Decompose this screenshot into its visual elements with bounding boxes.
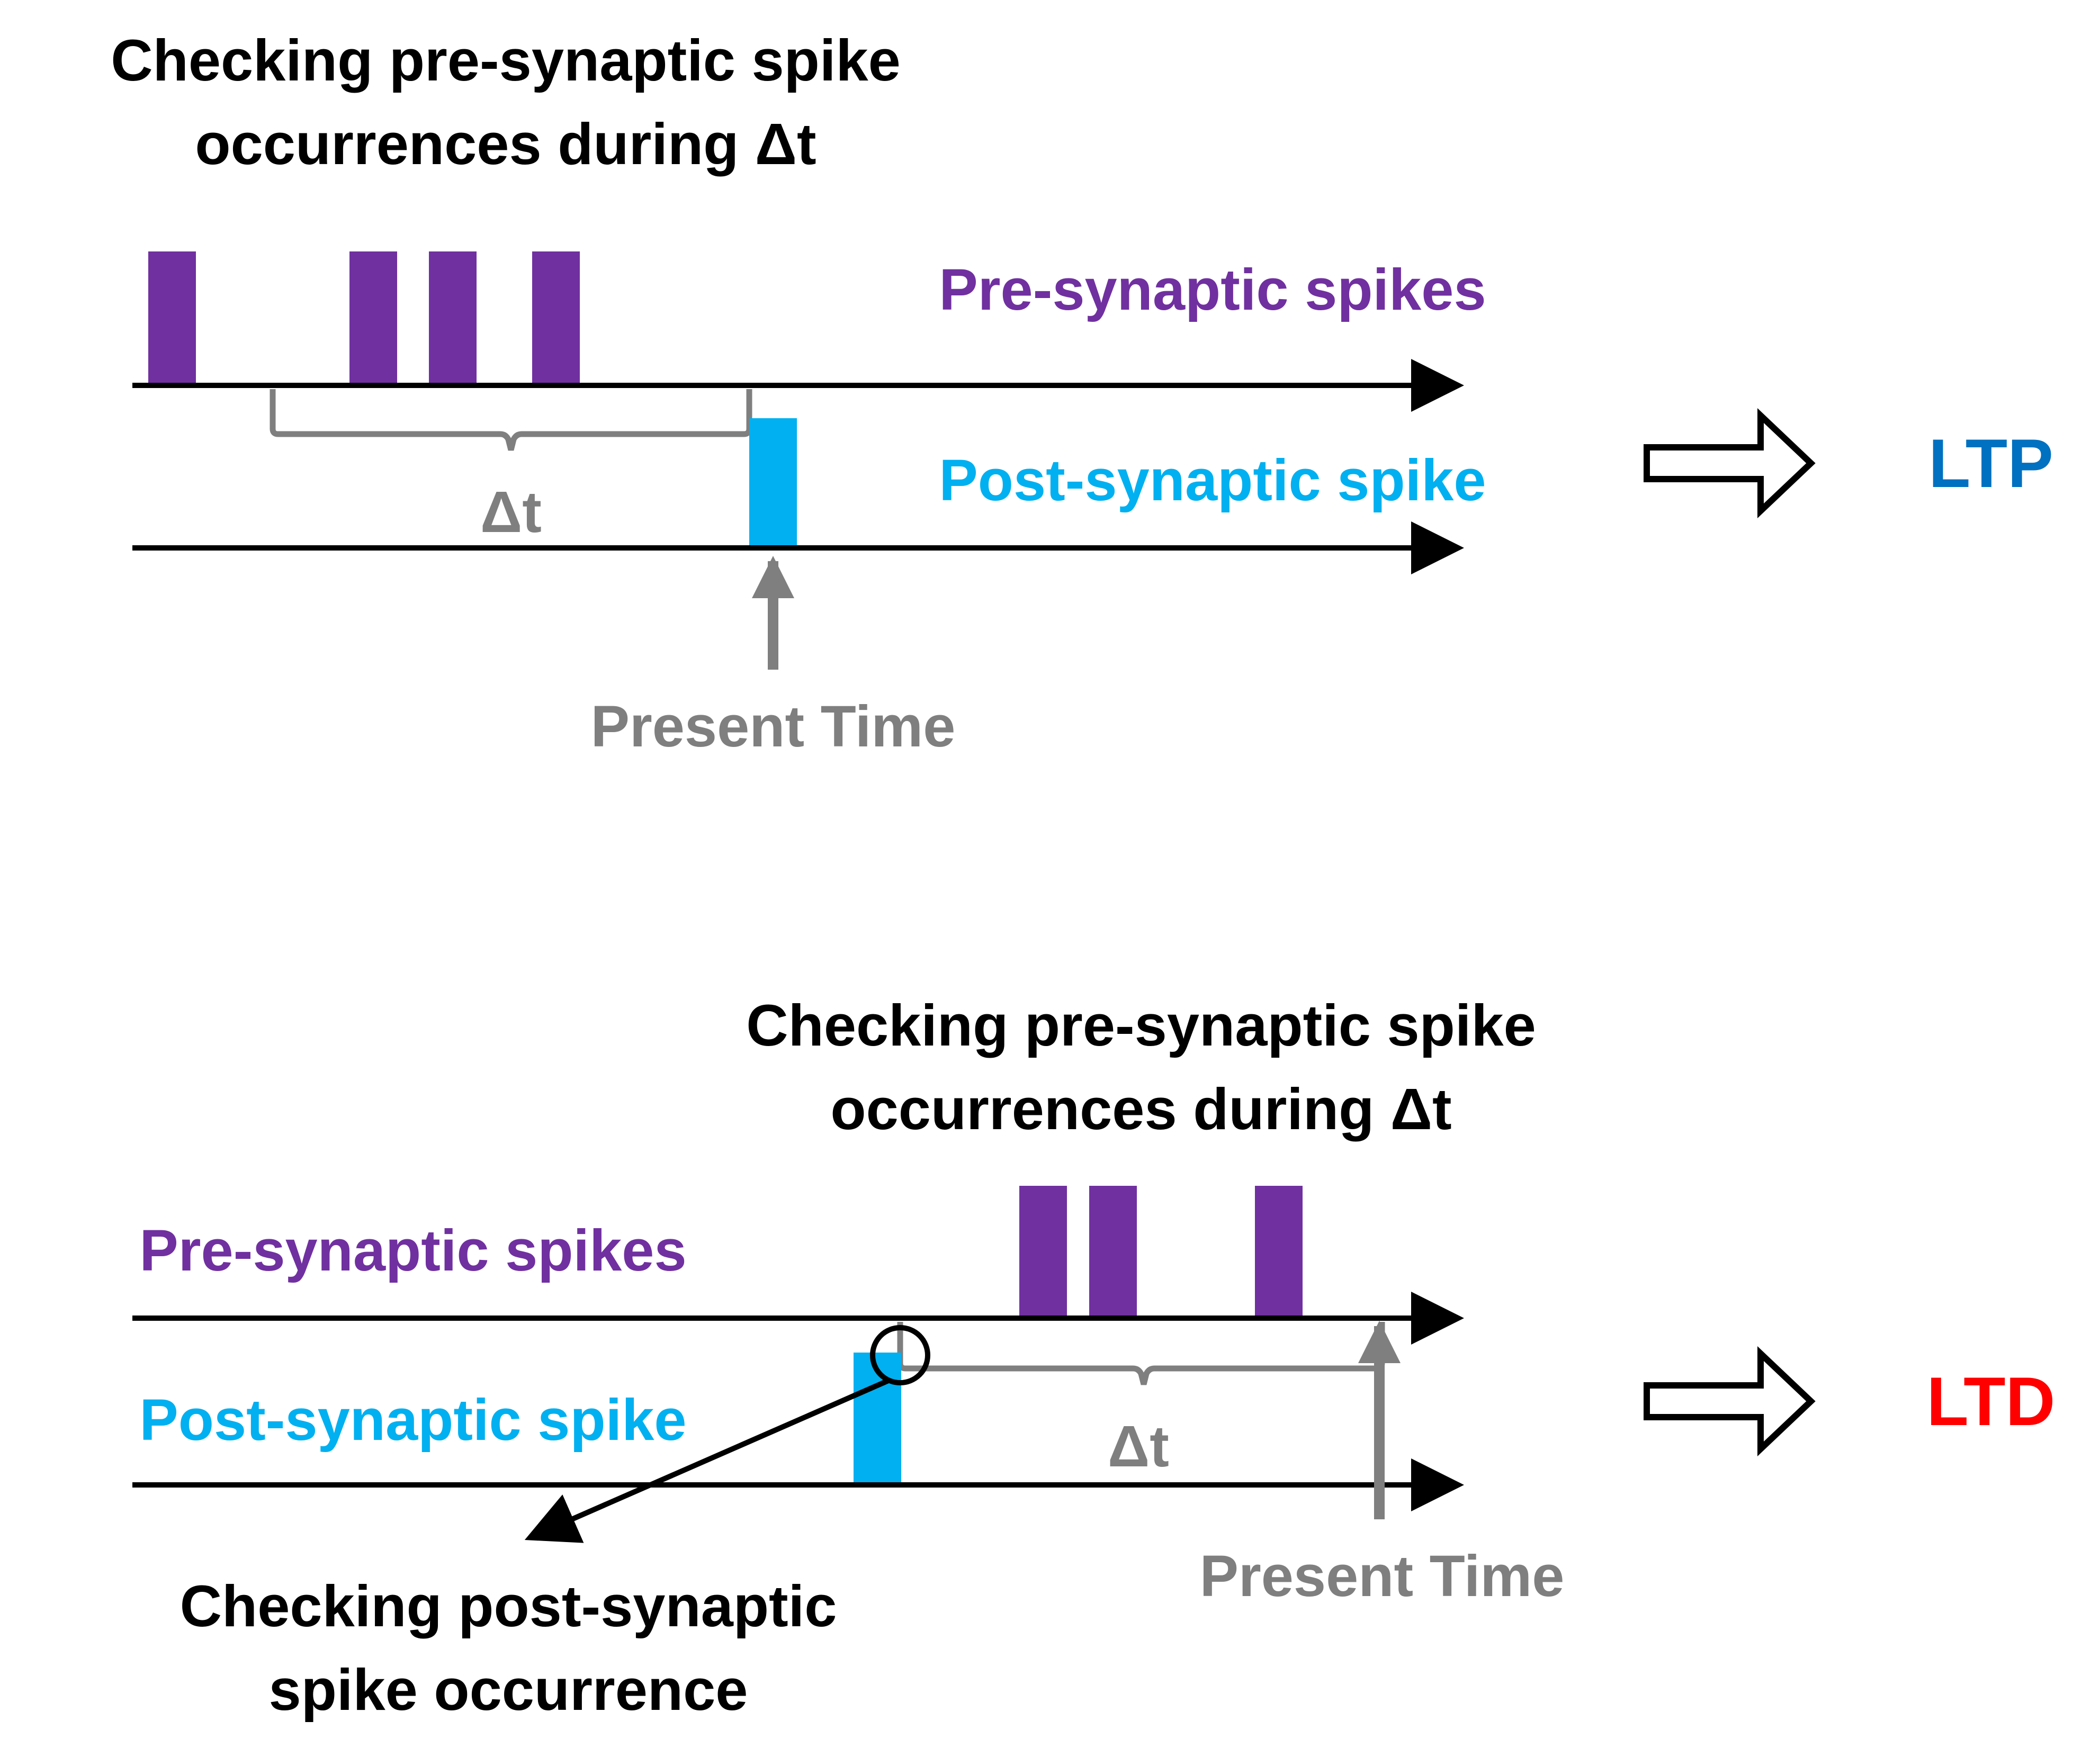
delta-t-label: Δt	[480, 480, 542, 545]
pre-spike	[349, 251, 397, 384]
result-arrow-icon	[1644, 1346, 1816, 1456]
check-circle	[870, 1325, 930, 1385]
ltp-heading-line1: Checking pre-synaptic spike	[111, 28, 901, 93]
post-check-line1: Checking post-synaptic	[180, 1574, 837, 1639]
post-synaptic-label: Post-synaptic spike	[939, 448, 1486, 513]
pre-synaptic-label: Pre-synaptic spikes	[139, 1218, 686, 1283]
pre-spike	[148, 251, 196, 384]
present-time-label: Present Time	[1200, 1544, 1565, 1609]
pre-spike	[532, 251, 580, 384]
present-time-label: Present Time	[591, 694, 956, 759]
pre-spike	[1255, 1186, 1303, 1317]
pointer-arrow	[524, 1377, 891, 1543]
ltd-result-label: LTD	[1926, 1363, 2055, 1440]
post-spike	[749, 418, 797, 547]
pre-spike	[1019, 1186, 1067, 1317]
delta-t-brace	[897, 1322, 1385, 1385]
delta-t-brace	[270, 389, 752, 451]
post-synaptic-label: Post-synaptic spike	[139, 1387, 686, 1453]
result-arrow-icon	[1644, 408, 1816, 518]
ltd-heading-line2: occurrences during Δt	[830, 1077, 1451, 1142]
delta-t-label: Δt	[1108, 1414, 1169, 1479]
ltp-result-label: LTP	[1928, 425, 2053, 502]
pre-spike	[429, 251, 477, 384]
ltd-heading-line1: Checking pre-synaptic spike	[746, 993, 1536, 1058]
ltd-panel: Checking pre-synaptic spike occurrences …	[132, 993, 2056, 1723]
pre-spike	[1089, 1186, 1137, 1317]
ltp-panel: Checking pre-synaptic spike occurrences …	[111, 28, 2053, 759]
post-check-line2: spike occurrence	[269, 1657, 748, 1723]
pre-synaptic-label: Pre-synaptic spikes	[939, 257, 1486, 322]
ltp-heading-line2: occurrences during Δt	[195, 112, 816, 177]
